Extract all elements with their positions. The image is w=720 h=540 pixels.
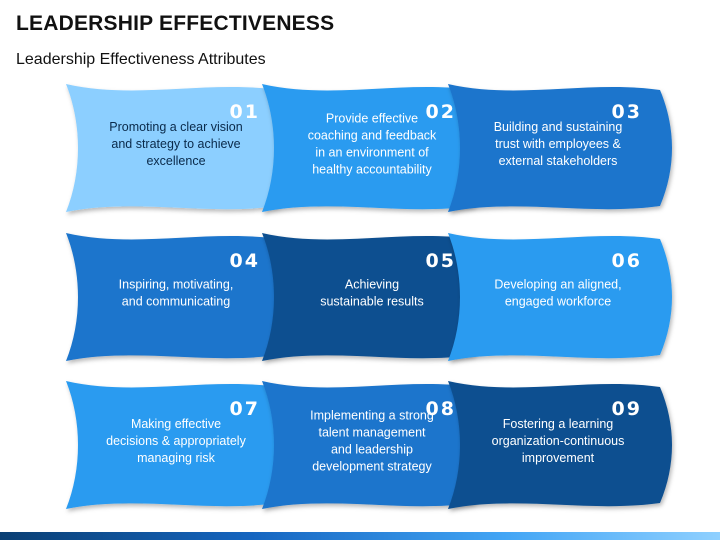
card-number: 07 [230, 398, 260, 420]
card-text-line: decisions & appropriately [106, 434, 246, 448]
card-shape [448, 381, 672, 509]
card-text-line: improvement [522, 451, 595, 465]
card-text-line: Making effective [131, 417, 221, 431]
card-shape [66, 84, 290, 212]
card-text-line: sustainable results [320, 295, 424, 309]
card-text-line: in an environment of [315, 146, 429, 160]
card-text-line: healthy accountability [312, 163, 432, 177]
card-text-line: and leadership [331, 443, 413, 457]
card-text-line: Developing an aligned, [494, 278, 621, 292]
card-number: 02 [426, 101, 456, 123]
page-title: LEADERSHIP EFFECTIVENESS [16, 12, 335, 35]
card-number: 03 [612, 101, 642, 123]
card-text-line: coaching and feedback [308, 129, 437, 143]
card-number: 01 [230, 101, 260, 123]
card-number: 09 [612, 398, 642, 420]
footer-gradient-bar [0, 532, 720, 540]
card-text-line: engaged workforce [505, 295, 611, 309]
card-text-line: Fostering a learning [503, 417, 614, 431]
card-text-line: managing risk [137, 451, 216, 465]
card-text-line: excellence [146, 154, 205, 168]
card-text-line: development strategy [312, 460, 432, 474]
card-text-line: Provide effective [326, 112, 418, 126]
card-text-line: talent management [318, 426, 426, 440]
page-subtitle: Leadership Effectiveness Attributes [16, 51, 266, 68]
card-number: 08 [426, 398, 456, 420]
card-shape [448, 233, 672, 361]
card-text-line: and communicating [122, 295, 230, 309]
card-shape [262, 233, 486, 361]
card-shape [448, 84, 672, 212]
card-number: 04 [230, 250, 260, 272]
card-shape [66, 233, 290, 361]
card-text-line: trust with employees & [495, 137, 621, 151]
card-shape [66, 381, 290, 509]
card-text-line: and strategy to achieve [111, 137, 240, 151]
card-text-line: Building and sustaining [494, 120, 623, 134]
card-text-line: Achieving [345, 278, 399, 292]
card-text-line: Inspiring, motivating, [119, 278, 234, 292]
card-text-line: Promoting a clear vision [109, 120, 242, 134]
card-shape [262, 84, 486, 212]
card-shape [262, 381, 486, 509]
card-number: 05 [426, 250, 456, 272]
card-text-line: Implementing a strong [310, 409, 434, 423]
card-text-line: organization-continuous [492, 434, 625, 448]
card-text-line: external stakeholders [499, 154, 618, 168]
card-number: 06 [612, 250, 642, 272]
